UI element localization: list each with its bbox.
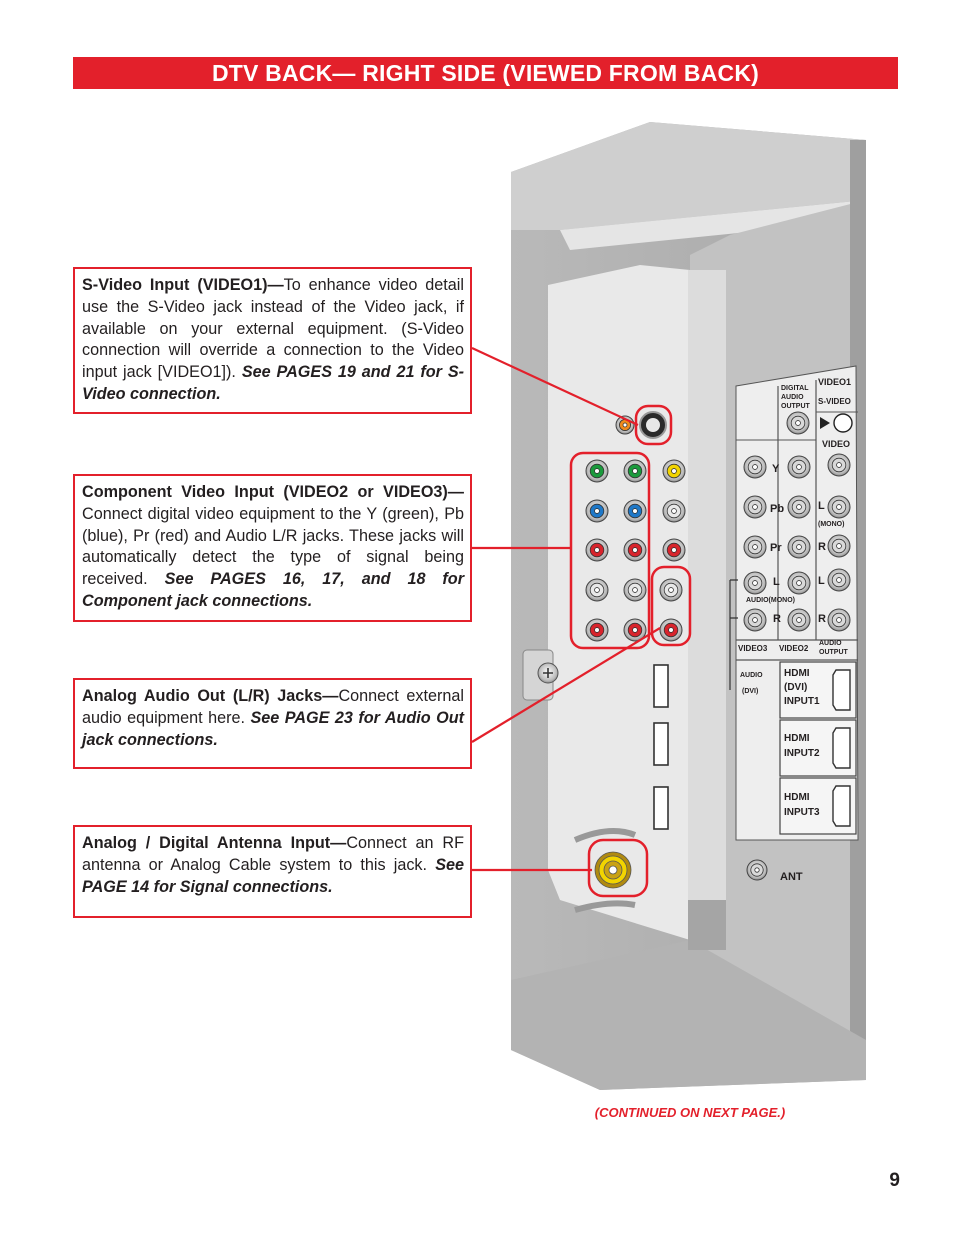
panel-jack-video3 <box>743 535 767 559</box>
callout-ref: See PAGE 14 for Signal connections. <box>82 855 464 896</box>
label-y: Y <box>772 463 780 475</box>
component-jack-video3 <box>585 538 609 562</box>
label-audio-mono: AUDIO(MONO) <box>746 597 795 604</box>
panel-jack-right <box>827 608 851 632</box>
panel-jacks <box>743 411 853 881</box>
panel-jack-video2 <box>787 608 811 632</box>
leader-lines <box>471 347 661 872</box>
label-video2: VIDEO2 <box>779 644 809 653</box>
panel-jack-video2 <box>787 535 811 559</box>
callout-body: Connect an RF antenna or Analog Cable sy… <box>82 834 464 874</box>
audio-l-mono-jack <box>662 499 686 523</box>
label-mono: (MONO) <box>818 521 844 528</box>
panel-jack-video3 <box>743 495 767 519</box>
callout-s-video-input: S-Video Input (VIDEO1)—To enhance video … <box>73 267 472 414</box>
component-jack-video2 <box>623 578 647 602</box>
callout-head: Analog Audio Out (L/R) Jacks— <box>82 687 339 705</box>
page-number: 9 <box>889 1170 900 1191</box>
label-r-out: R <box>818 613 826 625</box>
callout-body: To enhance video detail use the S-Video … <box>82 276 464 382</box>
audio-out-r-jack <box>659 618 683 642</box>
component-jack-video2 <box>623 499 647 523</box>
panel-jack-video3 <box>743 571 767 595</box>
component-jack-video2 <box>623 459 647 483</box>
component-jack-video2 <box>623 618 647 642</box>
antenna-jack <box>594 851 632 889</box>
label-pr: Pr <box>770 542 782 554</box>
audio-out-l-jack <box>659 578 683 602</box>
panel-jack-ant <box>746 859 768 881</box>
panel-jack-digital-audio <box>786 411 810 435</box>
panel-jack-video3 <box>743 455 767 479</box>
page-title: DTV BACK— RIGHT SIDE (VIEWED FROM BACK) <box>73 57 898 89</box>
label-ant: ANT <box>780 871 803 883</box>
panel-jack-right <box>827 568 851 592</box>
panel-jack-video3 <box>743 608 767 632</box>
label-r-video1: R <box>818 541 826 553</box>
callout-ref: See PAGE 23 for Audio Out jack connectio… <box>82 708 464 749</box>
panel-jack-video2 <box>787 495 811 519</box>
label-pb: Pb <box>770 503 784 515</box>
component-jack-video3 <box>585 618 609 642</box>
label-l-video3: L <box>773 576 780 588</box>
label-video3: VIDEO3 <box>738 644 768 653</box>
label-digital-audio: DIGITAL AUDIO OUTPUT <box>781 385 811 410</box>
panel-jack-right <box>827 453 851 477</box>
callout-body: Connect digital video equipment to the Y… <box>82 504 464 589</box>
label-hdmi-input3: HDMI INPUT3 <box>784 792 820 818</box>
callout-analog-audio-out: Analog Audio Out (L/R) Jacks—Connect ext… <box>73 678 472 769</box>
label-hdmi-dvi-input1: HDMI (DVI) INPUT1 <box>784 668 820 707</box>
audio-r-jack <box>662 538 686 562</box>
callout-ref: See PAGES 19 and 21 for S-Video connecti… <box>82 363 465 403</box>
callout-antenna-input: Analog / Digital Antenna Input—Connect a… <box>73 825 472 918</box>
side-hdmi-ports <box>653 664 669 830</box>
component-jack-video3 <box>585 459 609 483</box>
panel-s-video-symbol <box>820 413 853 433</box>
s-video-jack <box>639 411 667 439</box>
hdmi-boxes <box>779 661 857 835</box>
label-l-video1: L <box>818 500 825 512</box>
label-video: VIDEO <box>822 439 850 449</box>
panel-jack-video2 <box>787 455 811 479</box>
continued-note: (CONTINUED ON NEXT PAGE.) <box>594 1105 786 1120</box>
label-s-video: S-VIDEO <box>818 397 851 406</box>
label-l-out: L <box>818 575 825 587</box>
label-r-video3: R <box>773 613 781 625</box>
component-jack-video3 <box>585 499 609 523</box>
callout-head: Analog / Digital Antenna Input— <box>82 834 347 852</box>
label-video1: VIDEO1 <box>818 377 851 387</box>
panel-jack-right <box>827 534 851 558</box>
callout-component-video-input: Component Video Input (VIDEO2 or VIDEO3)… <box>73 474 472 622</box>
panel-jack-right <box>827 495 851 519</box>
callout-head: Component Video Input (VIDEO2 or VIDEO3)… <box>82 483 464 501</box>
label-audio-dvi: AUDIO (DVI) <box>740 672 765 695</box>
callout-ref: See PAGES 16, 17, and 18 for Component j… <box>82 570 464 610</box>
callout-body: Connect external audio equipment here. <box>82 687 464 727</box>
label-hdmi-input2: HDMI INPUT2 <box>784 733 820 759</box>
component-jack-video2 <box>623 538 647 562</box>
panel-jack-video2 <box>787 571 811 595</box>
video-jack <box>662 459 686 483</box>
callout-head: S-Video Input (VIDEO1)— <box>82 276 284 294</box>
component-jack-video3 <box>585 578 609 602</box>
physical-jacks <box>585 411 686 889</box>
label-audio-output: AUDIO OUTPUT <box>819 640 849 656</box>
